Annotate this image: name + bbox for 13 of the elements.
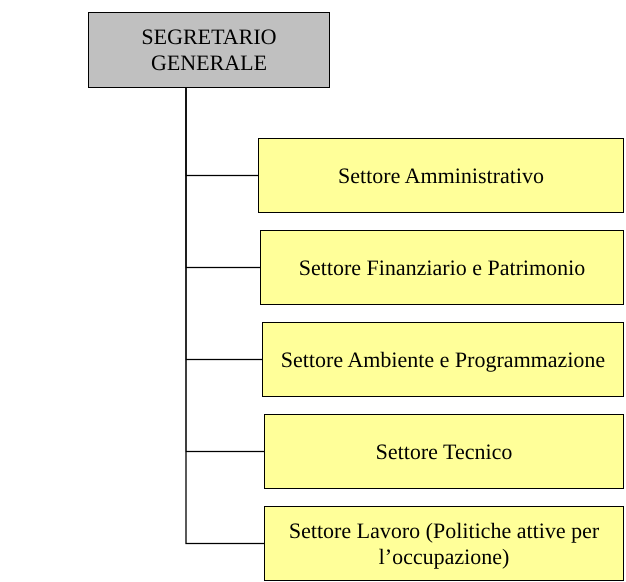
sector-box <box>264 506 624 581</box>
box-label: Settore Tecnico <box>376 438 512 464</box>
box-label: Settore Finanziario e Patrimonio <box>298 254 586 280</box>
connector-line <box>185 88 264 544</box>
sector-box <box>258 138 624 213</box>
sector-box <box>264 414 624 489</box>
title-box <box>88 12 330 88</box>
box-label: SEGRETARIO GENERALE <box>140 24 278 76</box>
box-label: Settore Lavoro (Politiche attive per l’occupazione) <box>288 518 600 570</box>
box-label: Settore Ambiente e Programmazione <box>280 346 606 372</box>
sector-box <box>262 322 624 397</box>
box-label: Settore Amministrativo <box>338 162 544 188</box>
sector-box <box>260 230 624 305</box>
